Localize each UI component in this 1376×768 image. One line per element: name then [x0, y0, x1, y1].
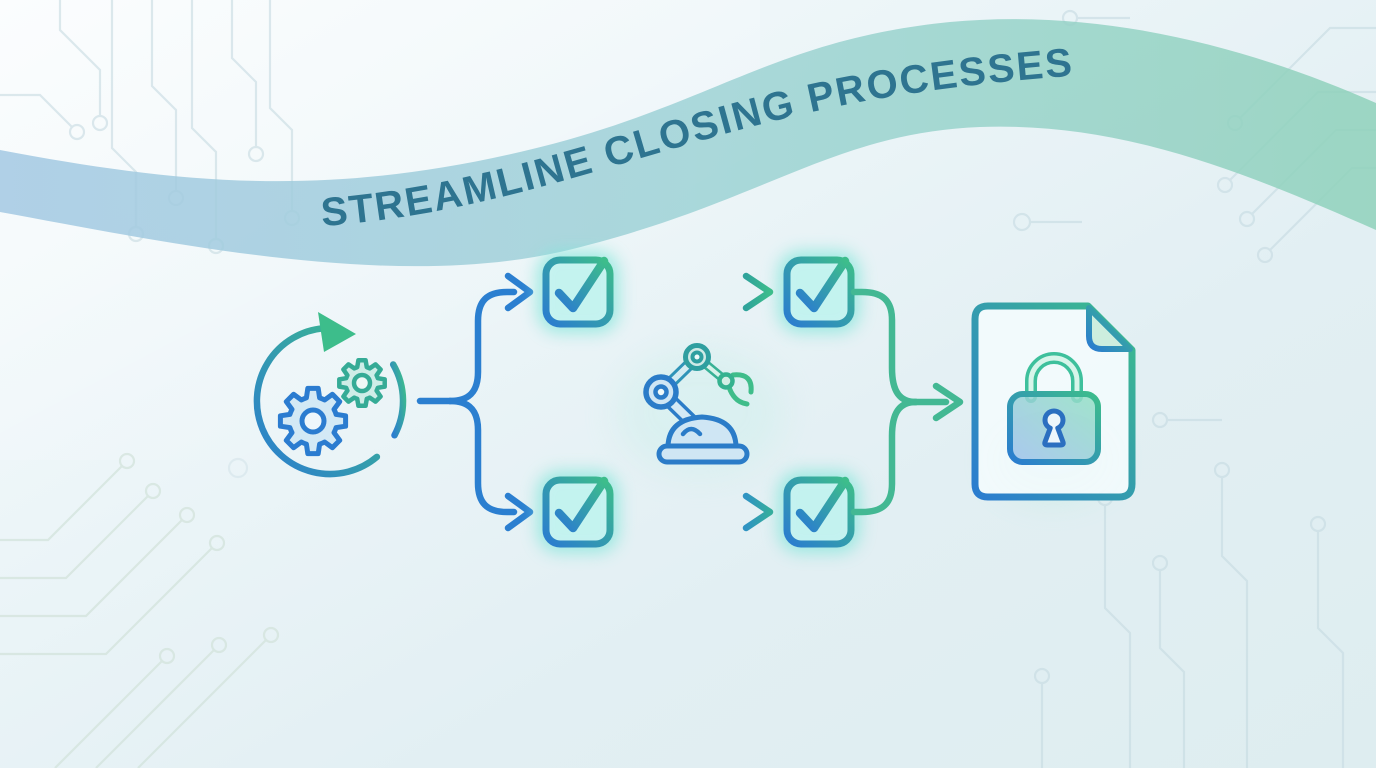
- circuit-pattern-bottom-right: [1033, 411, 1345, 768]
- checkbox-icon-bottom-left: [537, 471, 619, 553]
- cycle-arc-right: [389, 361, 407, 439]
- robot-base-plate: [656, 443, 750, 465]
- branch-split-connector: [416, 272, 534, 532]
- secure-document-lock-icon: [971, 302, 1136, 501]
- gripper-claw: [730, 372, 754, 395]
- robot-arm-icon: [615, 343, 785, 477]
- arrow-top-row: [618, 272, 774, 312]
- cycle-arrowhead: [318, 312, 356, 352]
- keyhole: [1042, 408, 1066, 448]
- large-gear-hole: [299, 407, 327, 435]
- branch-merge-connector: [850, 288, 964, 516]
- checkbox-icon-top-left: [537, 251, 619, 333]
- document-folded-corner: [1086, 305, 1133, 352]
- robot-base-dome: [665, 414, 739, 449]
- arrowhead: [932, 382, 964, 422]
- arrow-bottom-row: [618, 492, 774, 532]
- gripper-claw: [726, 384, 750, 407]
- process-cycle-gears-icon: [253, 312, 407, 478]
- ribbon-banner: [0, 19, 1376, 267]
- checkbox-icon-bottom-right: [778, 471, 860, 553]
- arrowhead: [504, 272, 534, 312]
- small-gear-hole: [351, 372, 373, 394]
- checkbox-icon-top-right: [778, 251, 860, 333]
- cycle-arc-main: [253, 325, 381, 478]
- arrowhead: [504, 492, 534, 532]
- wrist-joint: [717, 372, 735, 390]
- circuit-pattern-bottom-left: [0, 452, 280, 768]
